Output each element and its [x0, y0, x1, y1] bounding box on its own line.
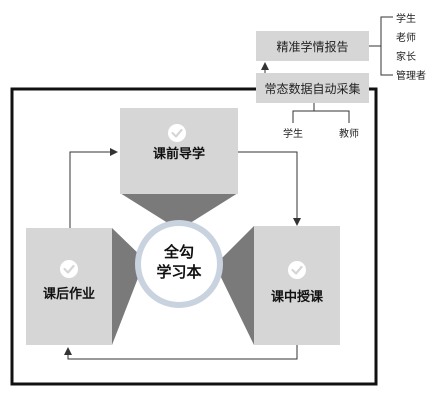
right-block [254, 226, 340, 345]
source-teacher: 教师 [339, 129, 359, 140]
collect-box [256, 73, 369, 103]
recipient-student: 学生 [396, 14, 416, 25]
sources-bracket [292, 110, 350, 123]
right-block-label: 课中授课 [270, 290, 323, 305]
check-circle-icon [288, 261, 306, 279]
check-circle-icon [60, 260, 78, 278]
source-student: 学生 [283, 129, 303, 140]
report-label: 精准学情报告 [276, 40, 349, 54]
collect-label: 常态数据自动采集 [264, 82, 361, 96]
arrow-left-to-top [69, 148, 118, 228]
top-block-label: 课前导学 [152, 147, 205, 162]
arrow-right-to-left [64, 345, 298, 360]
recipients-bracket [380, 16, 393, 76]
left-block [26, 228, 112, 345]
top-block [120, 108, 238, 194]
recipient-parent: 家长 [396, 52, 416, 63]
center-title-line1: 全勾 [163, 243, 194, 261]
check-circle-icon [168, 124, 186, 142]
recipient-teacher: 老师 [396, 33, 416, 44]
report-box [256, 31, 369, 61]
left-block-label: 课后作业 [42, 287, 95, 302]
right-connector [215, 226, 254, 345]
center-circle [141, 226, 217, 302]
outer-frame [10, 87, 378, 386]
top-connector [120, 193, 238, 230]
arrow-top-to-right [238, 151, 301, 226]
center-title-line2: 学习本 [156, 263, 202, 281]
recipient-manager: 管理者 [396, 71, 426, 82]
